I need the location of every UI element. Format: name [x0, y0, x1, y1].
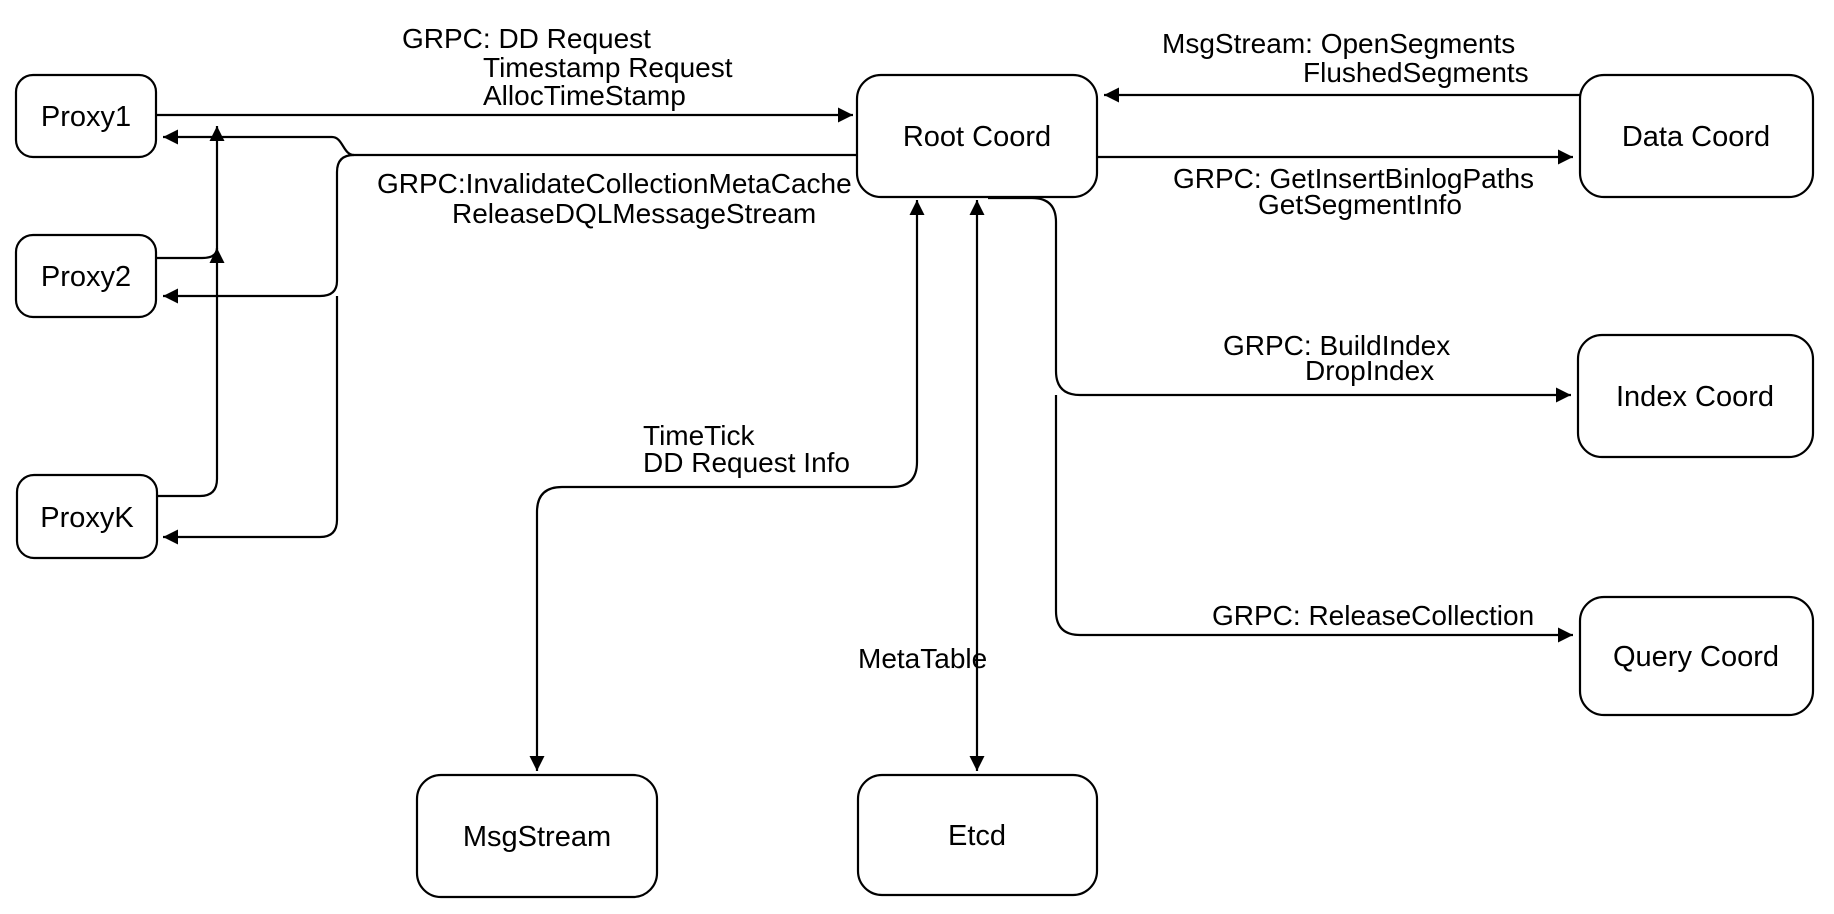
node-datacoord-label: Data Coord — [1622, 121, 1770, 153]
node-proxy1-label: Proxy1 — [41, 101, 131, 133]
edge-proxy2-join — [156, 247, 225, 264]
node-rootcoord: Root Coord — [855, 73, 1099, 199]
node-msgstream-label: MsgStream — [463, 821, 611, 853]
label-rootcoord-to-msgstream-1: TimeTick — [643, 420, 755, 451]
node-proxy2-label: Proxy2 — [41, 261, 131, 293]
edge-rootcoord-msgstream — [529, 200, 925, 771]
label-proxies-to-rootcoord-1: GRPC: DD Request — [402, 23, 651, 54]
edge-rootcoord-to-proxy1 — [163, 129, 857, 157]
label-rootcoord-to-querycoord: GRPC: ReleaseCollection — [1212, 600, 1534, 631]
label-rootcoord-to-datacoord-2: GetSegmentInfo — [1258, 189, 1462, 220]
edge-labels: GRPC: DD Request Timestamp Request Alloc… — [377, 23, 1534, 674]
node-indexcoord: Index Coord — [1576, 333, 1815, 459]
node-msgstream: MsgStream — [415, 773, 659, 899]
label-rootcoord-to-datacoord-1: GRPC: GetInsertBinlogPaths — [1173, 163, 1534, 194]
node-querycoord-label: Query Coord — [1613, 641, 1779, 673]
node-proxyk: ProxyK — [15, 473, 159, 560]
node-indexcoord-label: Index Coord — [1616, 381, 1774, 413]
node-etcd-label: Etcd — [948, 820, 1006, 852]
label-rootcoord-to-indexcoord-2: DropIndex — [1305, 355, 1434, 386]
edge-rootcoord-to-proxy2 — [163, 153, 355, 304]
edges — [156, 87, 1580, 771]
edge-proxyk-join — [157, 126, 225, 498]
node-proxy1: Proxy1 — [14, 73, 158, 159]
nodes: Proxy1 Proxy2 ProxyK Root Coord Data Coo… — [14, 73, 1815, 899]
node-datacoord: Data Coord — [1578, 73, 1815, 199]
label-proxies-to-rootcoord-2: Timestamp Request — [483, 52, 733, 83]
label-rootcoord-to-proxies-1: GRPC:InvalidateCollectionMetaCache — [377, 168, 852, 199]
node-proxy2: Proxy2 — [14, 233, 158, 319]
edge-rootcoord-to-proxyk — [163, 296, 339, 545]
label-rootcoord-to-indexcoord-1: GRPC: BuildIndex — [1223, 330, 1450, 361]
label-proxies-to-rootcoord-3: AllocTimeStamp — [483, 80, 686, 111]
node-querycoord: Query Coord — [1578, 595, 1815, 717]
label-datacoord-to-rootcoord-1: MsgStream: OpenSegments — [1162, 28, 1515, 59]
node-rootcoord-label: Root Coord — [903, 121, 1051, 153]
label-datacoord-to-rootcoord-2: FlushedSegments — [1303, 57, 1529, 88]
label-rootcoord-to-proxies-2: ReleaseDQLMessageStream — [452, 198, 816, 229]
node-etcd: Etcd — [856, 773, 1099, 897]
edge-rootcoord-to-querycoord — [1054, 395, 1573, 643]
node-proxyk-label: ProxyK — [40, 502, 134, 534]
label-rootcoord-to-etcd: MetaTable — [858, 643, 987, 674]
edge-rootcoord-to-indexcoord — [988, 196, 1571, 403]
label-rootcoord-to-msgstream-2: DD Request Info — [643, 447, 850, 478]
